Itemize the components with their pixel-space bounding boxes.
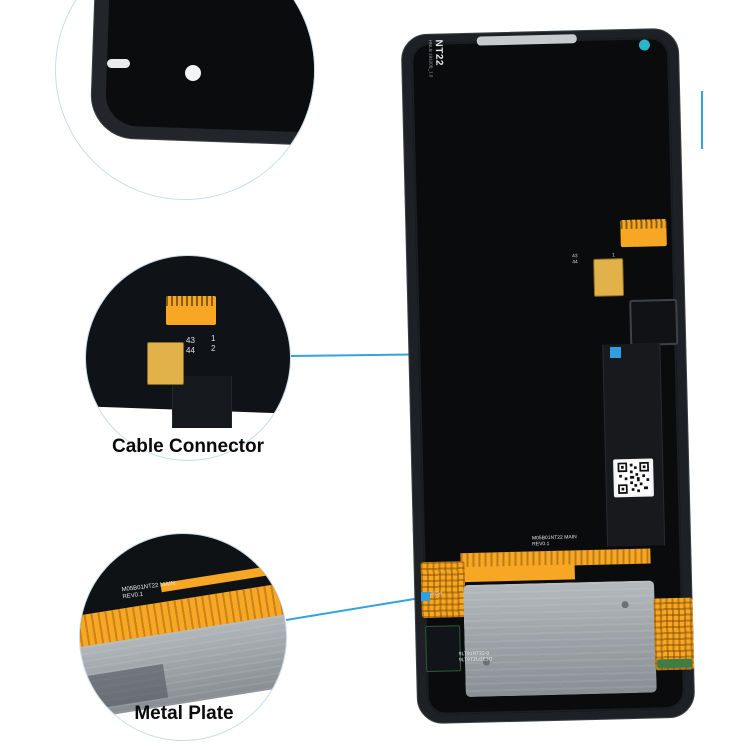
qr-code-sticker (613, 458, 654, 498)
callout-top-corner (55, 0, 315, 200)
zoom-camera-hole (185, 65, 201, 81)
chip-marking: NW04 (428, 590, 443, 597)
flex-cable-connector (620, 219, 667, 248)
gold-connector-pad (593, 258, 625, 297)
pcb-strip (656, 658, 693, 669)
screw-hole (621, 601, 629, 609)
pin-number: 44 (572, 259, 578, 266)
zoom-earpiece-slot (107, 59, 130, 68)
model-submarking-text: HNLB 19100B_1.0 (427, 39, 434, 78)
callout-metal-plate: M05B01NT22 MAIN REV0.1 (79, 533, 287, 741)
zoom-phone-corner (89, 0, 314, 149)
zoom-connector-teeth (166, 296, 216, 306)
serial-line: 9LT9TZU3E3O (458, 656, 493, 664)
pin-number: 44 (186, 346, 195, 355)
leader-line-top-edge (701, 91, 703, 149)
marker-dot-metal-plate (421, 592, 430, 601)
flex-block-right (653, 597, 695, 671)
zoom-screen-panel (104, 0, 314, 135)
leader-line-metal-plate (285, 595, 428, 621)
pin-number: 43 (186, 336, 195, 345)
label-metal-plate: Metal Plate (134, 703, 234, 724)
flex-marking: M05B01NT22 MAIN REV0.1 (532, 534, 577, 547)
callout-cable-connector: 43 44 1 2 (85, 255, 291, 461)
pin-number: 1 (211, 334, 216, 343)
driver-chip (425, 625, 462, 673)
connector-socket (629, 298, 679, 346)
zoom-gold-pad (147, 342, 184, 385)
zoom-pin-numbers-right: 1 2 (211, 334, 215, 354)
flex-block-left (420, 561, 466, 619)
qr-code-graphic (616, 460, 651, 496)
flex-marking-rev: REV0.1 (532, 540, 550, 547)
lcd-assembly: NT22 HNLB 19100B_1.0 43 44 1 2 (400, 27, 696, 725)
marker-dot-cable-connector (610, 347, 621, 358)
pin-numbers-left: 43 44 (572, 253, 578, 265)
zoom-pin-numbers-left: 43 44 (186, 336, 195, 356)
model-marking: NT22 HNLB 19100B_1.0 (428, 39, 445, 77)
metal-plate (463, 580, 657, 698)
serial-marking: 9LT91NT22-0 9LT9TZU3E3O (458, 650, 493, 664)
label-cable-connector: Cable Connector (111, 436, 265, 457)
model-marking-text: NT22 (432, 39, 445, 67)
flex-ribbon (602, 343, 666, 547)
zoom-flex-connector (166, 296, 216, 325)
pin-number: 2 (211, 344, 216, 353)
connector-teeth (620, 219, 667, 230)
